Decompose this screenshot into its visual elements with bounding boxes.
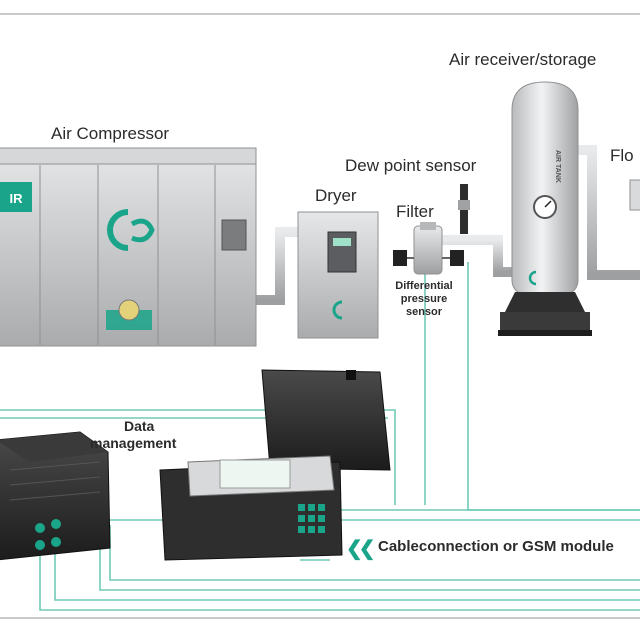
cable-lines: [0, 262, 640, 611]
pipe-filter-receiver: [440, 235, 512, 277]
double-chevron-left-icon: ❮❮: [346, 538, 375, 560]
label-flow: Flo: [610, 146, 634, 165]
cs-logo-icon: [107, 209, 129, 251]
filter-unit: [393, 222, 464, 275]
dryer-logo-icon: [332, 300, 343, 320]
label-diff-line-3: sensor: [405, 306, 443, 318]
pipe-receiver-flow: [576, 145, 640, 280]
label-diff-line-2: pressure: [400, 293, 448, 305]
cable-line: [54, 545, 640, 601]
pipe-compressor-dryer: [255, 227, 300, 305]
cable-line: [39, 545, 640, 611]
label-data-line-2: management: [90, 435, 177, 451]
label-differential-pressure-sensor: Differential pressure sensor: [384, 280, 464, 319]
label-air-compressor: Air Compressor: [51, 124, 170, 143]
frame-bottom-border: [0, 617, 640, 619]
cable-line: [99, 548, 640, 591]
label-air-receiver: Air receiver/storage: [449, 50, 597, 69]
label-data-line-1: Data: [124, 418, 155, 434]
case-port-grid: [298, 504, 325, 533]
data-management-case: [159, 369, 391, 561]
compressor-badge-text: IR: [10, 191, 24, 206]
air-receiver-tank: AIR TANK: [498, 81, 592, 336]
frame-top-border: [0, 13, 640, 15]
label-data-management: Data management: [90, 418, 176, 452]
label-cable-connection: Cableconnection or GSM module: [378, 538, 618, 555]
label-dryer: Dryer: [315, 186, 357, 205]
air-pipes: [255, 145, 640, 305]
tank-text: AIR TANK: [554, 150, 561, 183]
flow-meter-unit: [629, 179, 640, 211]
label-diff-line-1: Differential: [395, 280, 453, 292]
air-compressor-unit: IR: [0, 147, 257, 347]
label-dew-point-sensor: Dew point sensor: [345, 156, 477, 175]
dew-point-sensor-unit: [458, 184, 470, 234]
dryer-unit: [297, 211, 379, 339]
label-filter: Filter: [396, 202, 434, 221]
cable-line: [0, 409, 396, 505]
logger-case: [0, 431, 111, 561]
